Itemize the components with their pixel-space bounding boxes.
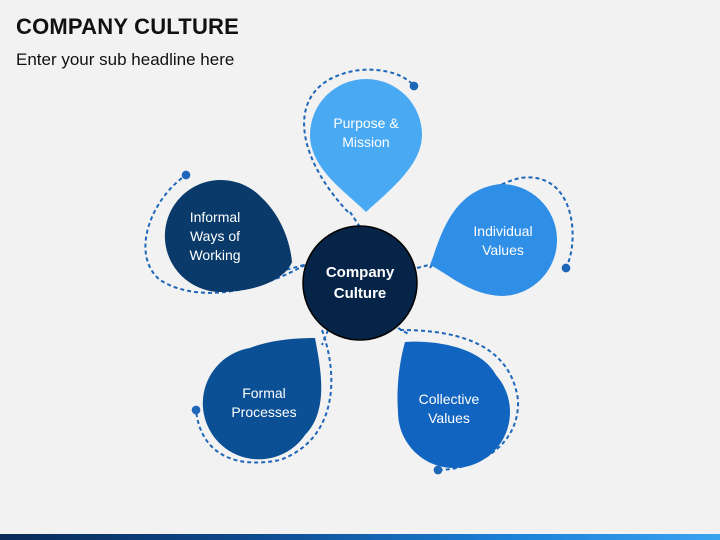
page-subtitle: Enter your sub headline here	[16, 50, 235, 69]
petal-label-line: Ways of	[190, 228, 240, 244]
petal-label-line: Processes	[231, 404, 296, 420]
petal-label-line: Formal	[242, 385, 286, 401]
petal-label-line: Working	[189, 247, 240, 263]
petal-formal-processes: Formal Processes	[202, 338, 322, 460]
petal-label-line: Values	[428, 410, 470, 426]
petal-purpose-mission: Purpose & Mission	[310, 79, 422, 212]
petal-shape	[430, 183, 558, 296]
page-title: COMPANY CULTURE	[16, 14, 239, 39]
arc-formal	[191, 329, 333, 464]
center-label-line: Culture	[334, 285, 387, 302]
arc-informal	[144, 170, 306, 294]
petal-label-line: Informal	[190, 209, 241, 225]
petal-label-line: Collective	[419, 391, 480, 407]
bottom-accent-bar	[0, 534, 720, 540]
petal-label-line: Mission	[342, 134, 389, 150]
petal-label-line: Values	[482, 242, 524, 258]
connector-purpose	[349, 211, 361, 228]
petal-label-line: Purpose &	[333, 115, 399, 131]
center-circle	[302, 225, 418, 341]
arc-purpose	[303, 68, 419, 213]
petal-informal-ways-of-working: Informal Ways of Working	[164, 180, 292, 292]
petal-shape	[164, 180, 292, 292]
petal-collective-values: Collective Values	[397, 341, 510, 469]
petal-individual-values: Individual Values	[430, 183, 558, 296]
center-node: Company Culture	[302, 225, 418, 341]
petal-shape	[310, 79, 422, 212]
connector-informal	[284, 264, 305, 271]
center-label-line: Company	[326, 264, 395, 281]
connector-individual	[416, 261, 441, 269]
petal-shape	[202, 338, 322, 460]
connector-collective	[397, 327, 411, 336]
petal-label-line: Individual	[473, 223, 532, 239]
petal-shape	[397, 341, 510, 469]
